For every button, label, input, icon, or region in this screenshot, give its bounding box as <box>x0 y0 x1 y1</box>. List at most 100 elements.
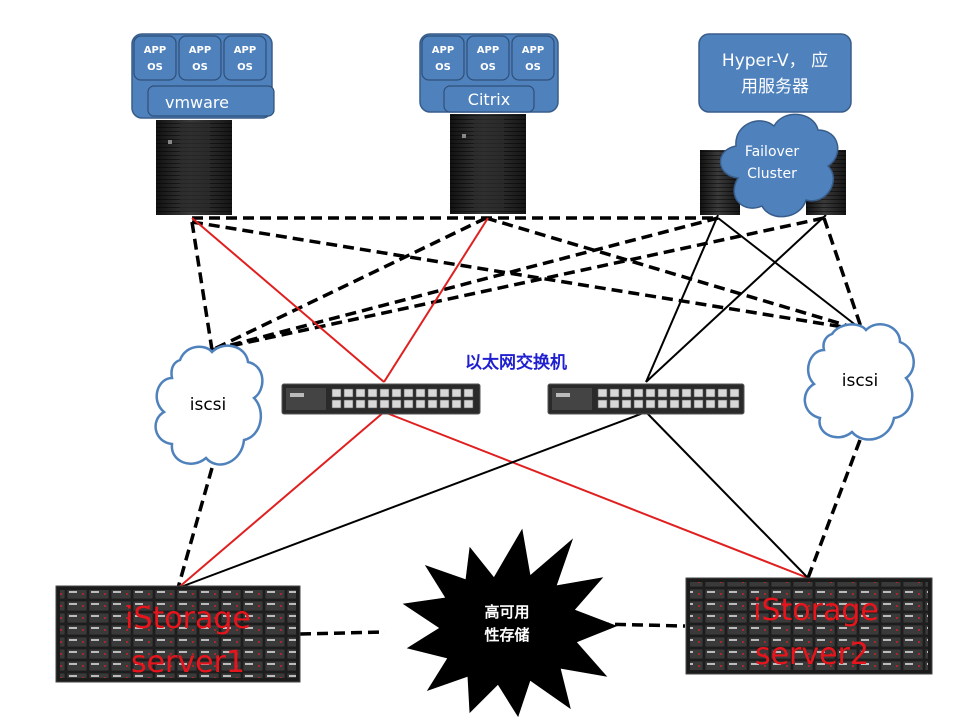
link-switch1-server2 <box>383 411 809 579</box>
vmware-server-tower <box>156 120 232 215</box>
switch-port <box>717 399 728 409</box>
vm-app-label: APP <box>522 45 544 56</box>
switch-port <box>331 399 342 409</box>
switch-1-ports <box>331 388 474 409</box>
link-hyperv-iscsi-left-2 <box>211 216 825 352</box>
server1-label-line1: iStorage <box>125 601 251 636</box>
iscsi-cloud-right: iscsi <box>803 323 915 441</box>
citrix-hypervisor-box <box>443 85 535 113</box>
vm-app-label: APP <box>477 45 499 56</box>
switch-port <box>609 399 620 409</box>
iscsi-right-label: iscsi <box>842 371 879 391</box>
switch-port <box>367 388 378 398</box>
server2-label-line2: server2 <box>755 637 869 672</box>
link-switch2-server1 <box>177 411 647 589</box>
link-citrix-iscsi-right <box>485 216 863 332</box>
vmware-vm-2: APP OS <box>178 35 222 81</box>
host-citrix: APP OS APP OS APP OS Citrix <box>419 33 559 214</box>
switch-port <box>343 388 354 398</box>
link-hyperv-iscsi-left-1 <box>211 216 719 352</box>
hyperv-label-line1: Hyper-V， 应 <box>722 51 828 71</box>
switch-port <box>451 388 462 398</box>
ethernet-switch-2 <box>547 383 745 415</box>
vm-os-label: OS <box>192 62 208 73</box>
link-server1-ha <box>299 630 386 636</box>
switch-port <box>415 399 426 409</box>
vm-app-label: APP <box>189 45 211 56</box>
switch-port <box>657 399 668 409</box>
link-iscsi-left-server1 <box>176 467 214 589</box>
vm-app-label: APP <box>144 45 166 56</box>
switch-port <box>403 399 414 409</box>
vm-os-label: OS <box>147 62 163 73</box>
switch-port <box>621 399 632 409</box>
switch-port <box>355 388 366 398</box>
switch-port <box>597 388 608 398</box>
switch-port <box>331 388 342 398</box>
link-citrix-iscsi-left <box>211 216 487 352</box>
switch-port <box>669 399 680 409</box>
host-hyperv-box <box>698 33 852 113</box>
switch-port <box>681 388 692 398</box>
switch-port <box>367 399 378 409</box>
cluster-label-line2: Cluster <box>747 166 797 182</box>
switch-port <box>427 388 438 398</box>
storage-server-2: iStorage server2 <box>685 577 933 675</box>
switch-port <box>705 399 716 409</box>
link-hyperv-switch1-1 <box>717 217 863 331</box>
switch-port <box>645 399 656 409</box>
switch-port <box>657 388 668 398</box>
switch-port <box>379 399 390 409</box>
switch-port <box>693 388 704 398</box>
ha-label-line2: 性存储 <box>484 626 529 644</box>
citrix-platform-label: Citrix <box>468 90 510 109</box>
switch-port <box>379 388 390 398</box>
link-hyperv-switch2-1 <box>645 214 719 383</box>
vmware-platform-label: vmware <box>165 93 229 112</box>
switch-port <box>343 399 354 409</box>
switch-port <box>645 388 656 398</box>
vm-os-label: OS <box>480 62 496 73</box>
vmware-vm-1: APP OS <box>133 35 177 81</box>
vm-os-label: OS <box>435 62 451 73</box>
high-availability-starburst: 高可用 性存储 <box>402 528 618 718</box>
switch-port <box>669 388 680 398</box>
switch-port <box>729 388 740 398</box>
vm-os-label: OS <box>525 62 541 73</box>
vm-os-label: OS <box>237 62 253 73</box>
switch-port <box>633 388 644 398</box>
vmware-hypervisor-box <box>147 85 275 117</box>
link-vmware-iscsi-right <box>191 220 863 332</box>
failover-cluster-cloud: Failover Cluster <box>719 113 839 218</box>
citrix-vm-2: APP OS <box>466 35 510 81</box>
switch-port <box>391 388 402 398</box>
switch-port <box>463 399 474 409</box>
switch-port <box>597 399 608 409</box>
link-citrix-switch1 <box>383 217 489 383</box>
connections <box>176 214 864 636</box>
switch-port <box>693 399 704 409</box>
switch-port <box>621 388 632 398</box>
link-iscsi-right-server2 <box>806 439 862 579</box>
storage-server-1: iStorage server1 <box>55 585 301 683</box>
ha-label-line1: 高可用 <box>484 603 529 621</box>
server2-label-line1: iStorage <box>753 593 879 628</box>
link-ha-server2 <box>597 622 686 628</box>
switch-port <box>415 388 426 398</box>
switch-port <box>355 399 366 409</box>
switch-port <box>633 399 644 409</box>
iscsi-cloud-left: iscsi <box>154 344 264 466</box>
ethernet-switch-1 <box>281 383 481 415</box>
switch-port <box>391 399 402 409</box>
switch-port <box>729 399 740 409</box>
vm-app-label: APP <box>234 45 256 56</box>
link-vmware-switch1 <box>191 217 385 383</box>
link-switch2-server2 <box>645 411 809 579</box>
hyperv-label-line2: 用服务器 <box>741 77 809 97</box>
cluster-label-line1: Failover <box>745 144 800 160</box>
citrix-vm-1: APP OS <box>421 35 465 81</box>
switch-label: 以太网交换机 <box>465 352 567 373</box>
host-vmware: APP OS APP OS APP OS vmware <box>131 33 275 215</box>
citrix-server-tower <box>450 114 526 214</box>
